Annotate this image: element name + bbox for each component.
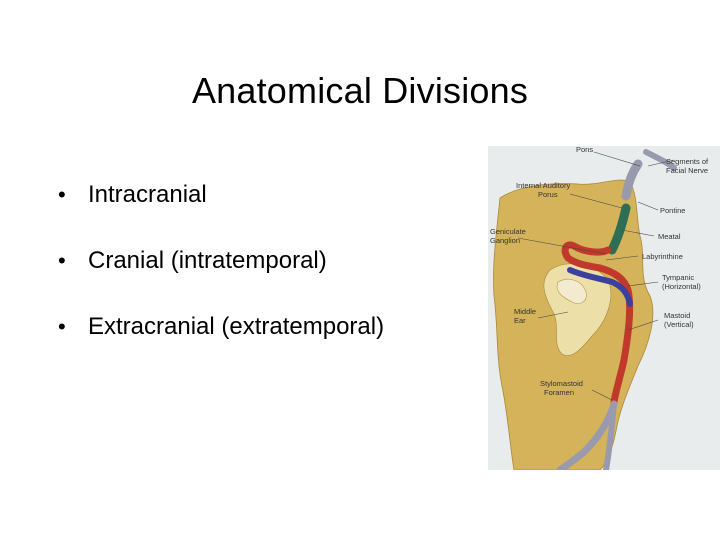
label-iap-2: Porus (538, 190, 558, 199)
leader-lines (517, 151, 675, 401)
facial-nerve-diagram: Pons Segments of Facial Nerve Internal A… (488, 146, 720, 470)
label-geniculate-1: Geniculate (490, 227, 526, 236)
bullet-marker: • (58, 248, 66, 273)
red-nerve-segment (561, 241, 634, 406)
bullet-item-intracranial: • Intracranial (58, 174, 384, 240)
bullet-marker: • (58, 182, 66, 207)
label-middle-ear-2: Ear (514, 316, 526, 325)
bullet-marker: • (58, 314, 66, 339)
pons-nerve-root (643, 149, 677, 171)
label-geniculate-2: Ganglion (490, 236, 520, 245)
label-mastoid-2: (Vertical) (664, 320, 694, 329)
label-tympanic-2: (Horizontal) (662, 282, 701, 291)
label-middle-ear-1: Middle (514, 307, 536, 316)
bullet-item-cranial: • Cranial (intratemporal) (58, 240, 384, 306)
bullet-text: Cranial (intratemporal) (88, 247, 327, 274)
label-stylomastoid-1: Stylomastoid (540, 379, 583, 388)
label-mastoid-1: Mastoid (664, 311, 690, 320)
label-segments-2: Facial Nerve (666, 166, 708, 175)
label-segments-1: Segments of (666, 157, 709, 166)
label-labyrinthine: Labyrinthine (642, 252, 683, 261)
exiting-nerve-upper (556, 400, 618, 470)
label-iap-1: Internal Auditory (516, 181, 570, 190)
label-pontine: Pontine (660, 206, 685, 215)
ossicle-shape (556, 279, 587, 304)
slide-title: Anatomical Divisions (191, 70, 529, 111)
label-stylomastoid-2: Foramen (544, 388, 574, 397)
facial-nerve-illustration: Pons Segments of Facial Nerve Internal A… (488, 146, 720, 470)
bullet-item-extracranial: • Extracranial (extratemporal) (58, 306, 384, 372)
facial-nerve-trunk (621, 159, 643, 201)
meatal-segment-green (607, 203, 631, 255)
label-meatal: Meatal (658, 232, 681, 241)
label-pons: Pons (576, 146, 593, 154)
exiting-nerve-lower (603, 401, 617, 470)
label-tympanic-1: Tympanic (662, 273, 694, 282)
bullet-text: Intracranial (88, 181, 207, 208)
bullet-list: • Intracranial • Cranial (intratemporal)… (58, 174, 384, 372)
bullet-text: Extracranial (extratemporal) (88, 313, 385, 340)
tympanic-segment-blue (567, 267, 633, 307)
